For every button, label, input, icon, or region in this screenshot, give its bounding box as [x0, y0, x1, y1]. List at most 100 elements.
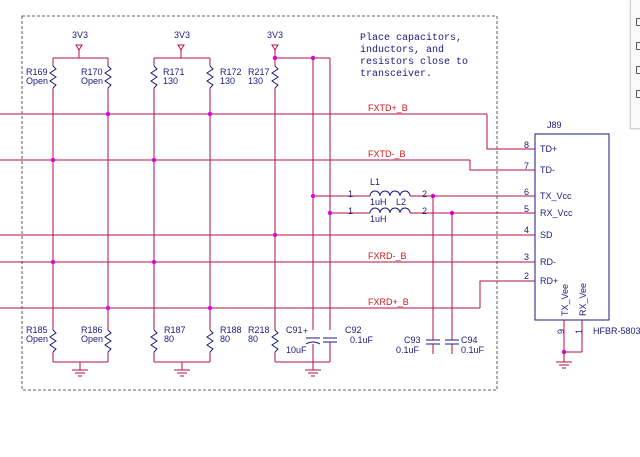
net-fxrd-minus: FXRD-_B	[0, 251, 535, 263]
net-label: FXTD+_B	[368, 103, 408, 113]
pin-name: RD+	[540, 276, 558, 286]
resistor-r185[interactable]: R185 Open	[26, 325, 57, 362]
pin-number: 5	[524, 204, 529, 214]
toolbar-icon[interactable]	[636, 90, 640, 98]
capacitor-value: 0.1uF	[350, 335, 374, 345]
toolbar-icon[interactable]	[636, 42, 640, 50]
resistor-ref: R218	[248, 325, 270, 335]
net-label: FXTD-_B	[368, 149, 406, 159]
ground-icon	[174, 369, 190, 377]
connector-j89[interactable]: J89 HFBR-5803 TD+ TD- TX_Vcc RX_Vcc SD R…	[524, 120, 640, 336]
toolbar-icon[interactable]	[636, 66, 640, 74]
resistor-value: 130	[220, 76, 235, 86]
pin-number: 6	[524, 187, 529, 197]
pin-number: 3	[524, 252, 529, 262]
inductor-pin: 1	[348, 189, 353, 199]
power-label: 3V3	[72, 30, 88, 40]
inductor-pin: 2	[422, 189, 427, 199]
placement-note-line-2: inductors, and	[360, 44, 444, 56]
connector-part: HFBR-5803	[593, 326, 640, 336]
capacitor-value: 10uF	[286, 345, 307, 355]
power-label: 3V3	[174, 30, 190, 40]
side-toolbar-panel[interactable]	[630, 0, 640, 129]
resistor-r187[interactable]: R187 80	[150, 325, 186, 362]
pin-number: 1	[574, 329, 584, 334]
resistor-r217[interactable]: R217 130	[248, 58, 279, 330]
power-symbol-group-3: 3V3	[267, 30, 330, 59]
pin-name-vertical: RX_Vee	[578, 283, 588, 316]
resistor-value: Open	[26, 76, 48, 86]
pin-number: 9	[556, 329, 566, 334]
capacitor-c93[interactable]: C93 0.1uF	[396, 335, 440, 355]
pin-name-vertical: TX_Vee	[560, 284, 570, 316]
resistor-r218[interactable]: R218 80	[248, 325, 279, 362]
resistor-ref: R188	[220, 325, 242, 335]
pin-number: 7	[524, 161, 529, 171]
ground-icon	[72, 369, 88, 377]
resistor-r186[interactable]: R186 Open	[81, 325, 112, 362]
resistor-ref: R187	[164, 325, 186, 335]
pin-name: SD	[540, 230, 553, 240]
connector-ref: J89	[547, 120, 562, 130]
resistor-r172[interactable]: R172 130	[206, 58, 242, 330]
inductor-pin: 2	[422, 206, 427, 216]
net-label: FXRD-_B	[368, 251, 407, 261]
placement-note-line-1: Place capacitors,	[360, 32, 462, 44]
ground-icon	[305, 369, 321, 377]
power-label: 3V3	[267, 30, 283, 40]
resistor-value: 130	[163, 76, 178, 86]
capacitor-c94[interactable]: C94 0.1uF	[445, 335, 485, 355]
capacitor-c91[interactable]: + C91 10uF	[286, 325, 321, 362]
capacitor-c92[interactable]: C92 0.1uF	[323, 325, 374, 362]
pin-name: RD-	[540, 257, 556, 267]
resistor-r170[interactable]: R170 Open	[81, 58, 112, 330]
resistor-value: 80	[164, 334, 174, 344]
power-symbol-group-2: 3V3	[154, 30, 210, 59]
resistor-ref: R217	[248, 67, 270, 77]
inductor-l1[interactable]: 1 2 L1 1uH	[348, 177, 535, 207]
inductor-pin: 1	[348, 206, 353, 216]
ground-icon	[556, 361, 572, 369]
capacitor-value: 0.1uF	[396, 345, 420, 355]
toolbar-icon[interactable]	[636, 18, 640, 26]
net-fxtd-plus: FXTD+_B	[0, 103, 535, 150]
polarity-mark: +	[303, 326, 308, 336]
resistor-r169[interactable]: R169 Open	[26, 58, 57, 330]
inductor-l2[interactable]: 1 2 L2 1uH	[348, 197, 535, 224]
pin-name: TD+	[540, 144, 557, 154]
power-symbol-group-1: 3V3	[53, 30, 108, 59]
resistor-value: 130	[248, 76, 263, 86]
net-label: FXRD+_B	[368, 297, 409, 307]
pin-number: 2	[524, 271, 529, 281]
inductor-ref: L2	[396, 197, 406, 207]
inductor-value: 1uH	[370, 214, 387, 224]
pin-number: 8	[524, 140, 529, 150]
resistor-value: Open	[26, 334, 48, 344]
power-arrow-icon	[271, 44, 279, 51]
inductor-ref: L1	[370, 177, 380, 187]
power-arrow-icon	[75, 44, 83, 51]
resistor-r171[interactable]: R171 130	[150, 58, 185, 330]
resistor-ref: R186	[81, 325, 103, 335]
capacitor-ref: C92	[345, 325, 362, 335]
pin-name: RX_Vcc	[540, 208, 573, 218]
net-fxtd-minus: FXTD-_B	[0, 149, 535, 171]
pin-name: TX_Vcc	[540, 191, 572, 201]
resistor-value: Open	[81, 334, 103, 344]
placement-note-line-4: transceiver.	[360, 68, 432, 80]
resistor-ref: R185	[26, 325, 48, 335]
resistor-ref: R171	[163, 67, 185, 77]
resistor-value: 80	[220, 334, 230, 344]
resistor-ref: R170	[81, 67, 103, 77]
power-arrow-icon	[177, 44, 185, 51]
capacitor-ref: C94	[461, 335, 478, 345]
capacitor-value: 0.1uF	[461, 345, 485, 355]
capacitor-ref: C93	[404, 335, 421, 345]
inductor-value: 1uH	[370, 197, 387, 207]
placement-note-line-3: resistors close to	[360, 56, 468, 68]
resistor-value: Open	[81, 76, 103, 86]
capacitor-ref: C91	[286, 325, 303, 335]
net-fxrd-plus: FXRD+_B	[0, 280, 535, 309]
resistor-r188[interactable]: R188 80	[206, 325, 242, 362]
